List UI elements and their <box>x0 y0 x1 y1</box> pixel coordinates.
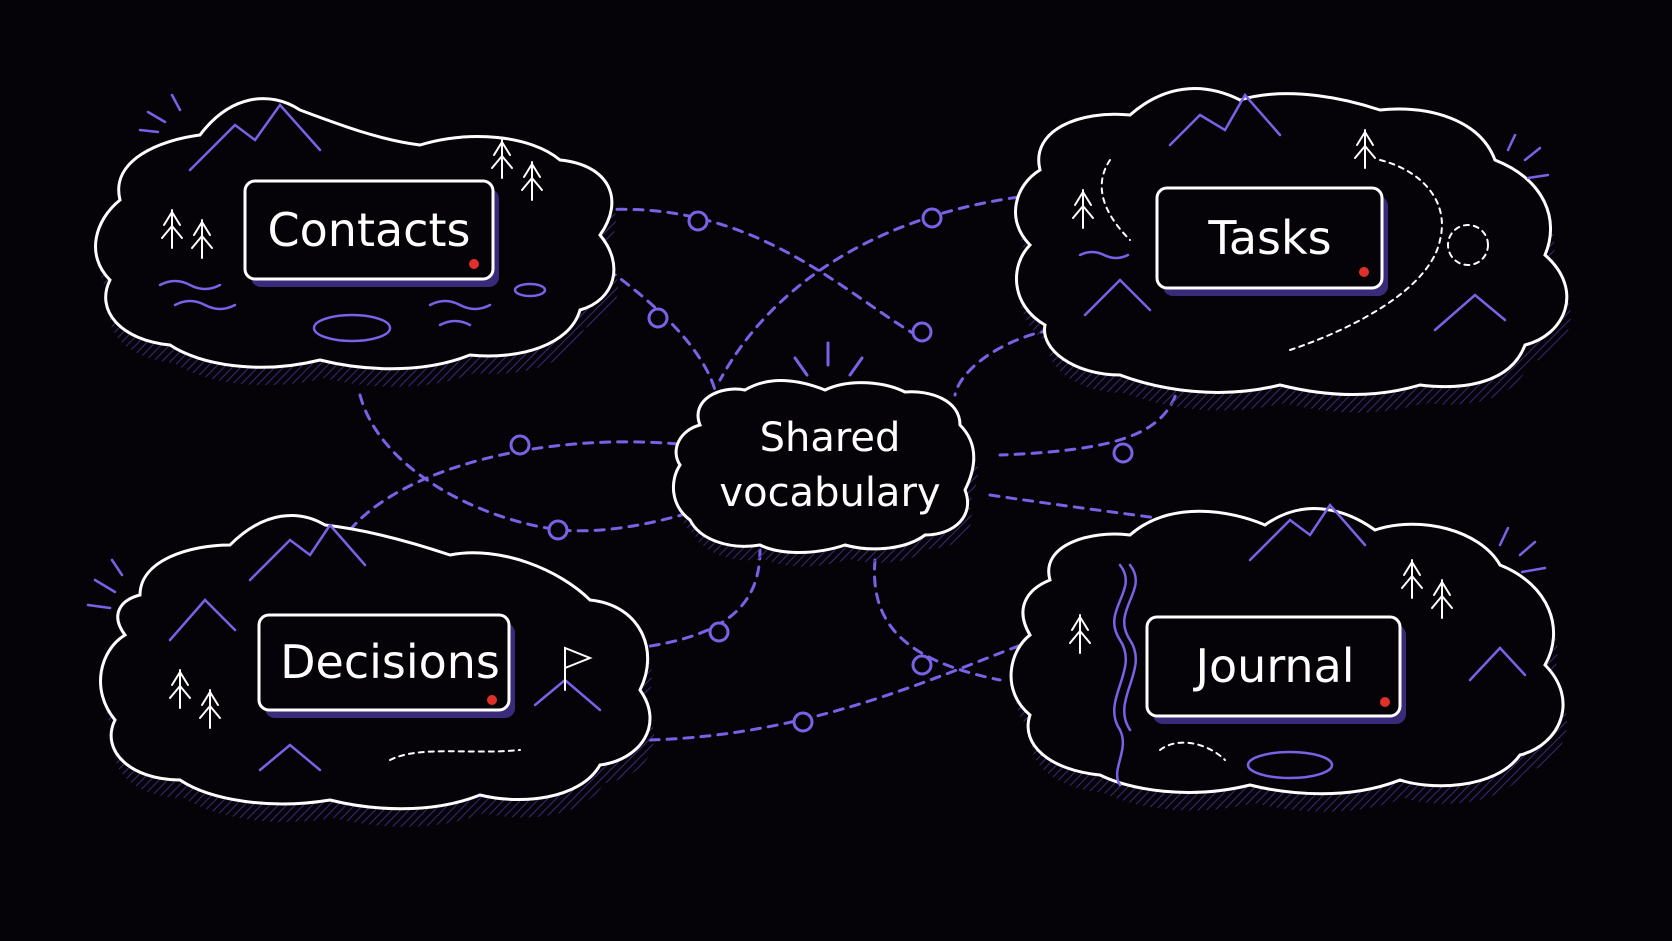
island-decor <box>1113 502 1547 787</box>
tree-icon <box>491 139 513 179</box>
label-card <box>1155 186 1384 290</box>
mountain-icon <box>1468 646 1527 682</box>
hub-shared-vocabulary[interactable]: Shared vocabulary <box>671 341 978 567</box>
waypoint <box>911 321 933 343</box>
island-decor <box>138 93 547 343</box>
waypoint <box>792 711 814 733</box>
status-dot <box>487 695 497 705</box>
waypoint <box>647 307 669 329</box>
tree-icon <box>1354 129 1376 169</box>
hub-label-line1: Shared <box>760 415 901 461</box>
island-label-contacts: Contacts <box>268 203 471 257</box>
contacts-label-card[interactable]: Contacts <box>243 179 499 287</box>
tree-icon <box>161 209 183 249</box>
mountain-icon <box>1433 293 1507 332</box>
tasks-label-card[interactable]: Tasks <box>1155 186 1388 296</box>
island-decisions: Decisions <box>86 514 655 827</box>
target-icon <box>1447 224 1489 266</box>
status-dot <box>1359 267 1369 277</box>
tree-icon <box>1401 559 1423 599</box>
trail-path <box>1289 159 1443 351</box>
tree-icons <box>1069 559 1453 761</box>
waypoint <box>921 207 943 229</box>
mountain-icon <box>1168 92 1282 147</box>
mountain-icon <box>188 102 322 172</box>
lake-icon <box>1246 750 1334 780</box>
waypoint <box>509 434 531 456</box>
waypoint <box>687 210 709 232</box>
lake-icon <box>312 313 392 343</box>
mountain-icon <box>1248 502 1367 562</box>
mountain-icon <box>168 598 237 642</box>
island-label-journal: Journal <box>1192 639 1354 693</box>
water-icon <box>428 299 492 327</box>
tree-icon <box>191 219 213 259</box>
waypoint <box>911 654 933 676</box>
spark-ray <box>793 356 809 377</box>
island-journal: Journal <box>1009 502 1568 812</box>
route-contacts-tasks <box>598 207 927 342</box>
spark-icon <box>793 341 864 377</box>
route-waypoints <box>509 207 1134 733</box>
route-hub-journal-low <box>872 558 1002 682</box>
waypoint <box>1112 442 1134 464</box>
route-decisions-hub <box>348 440 692 532</box>
label-card <box>257 613 511 712</box>
route-tasks-contacts <box>718 193 1037 382</box>
trail-icons <box>1100 159 1489 351</box>
spark-icon <box>138 93 182 134</box>
tree-icons <box>1072 129 1376 229</box>
water-icon <box>158 279 237 311</box>
tree-icon <box>199 689 221 729</box>
lake-icon <box>513 282 547 298</box>
river-icon <box>1113 563 1127 787</box>
route-hub-decisions <box>618 548 762 652</box>
route-contacts-journal <box>358 393 702 533</box>
tree-icon <box>521 161 543 201</box>
trail-path <box>389 749 521 761</box>
tree-icon <box>1431 579 1453 619</box>
route-decisions-journal <box>648 638 1037 742</box>
tree-icon <box>169 669 191 709</box>
status-dot <box>469 259 479 269</box>
hub-label-line2: vocabulary <box>719 470 940 516</box>
mountain-icon <box>258 743 322 772</box>
tree-icon <box>1069 614 1091 654</box>
decisions-label-card[interactable]: Decisions <box>257 613 515 718</box>
island-contacts: Contacts <box>94 93 618 387</box>
tree-icon <box>1072 189 1094 229</box>
spark-icon <box>86 558 124 610</box>
route-tasks-hub <box>953 328 1052 397</box>
waypoint <box>547 519 569 541</box>
spark-icon <box>1498 526 1547 574</box>
trail-path <box>1159 741 1226 761</box>
mountain-icon <box>248 522 367 582</box>
island-label-tasks: Tasks <box>1207 211 1331 265</box>
tree-icons <box>161 139 543 259</box>
island-decor <box>1078 92 1550 332</box>
label-card <box>1145 615 1402 718</box>
tree-icons <box>169 646 593 761</box>
waypoint <box>708 621 730 643</box>
label-card <box>243 179 495 281</box>
island-label-decisions: Decisions <box>280 635 500 689</box>
river-icon <box>1123 563 1137 732</box>
water-icon <box>1078 250 1130 260</box>
mountain-icon <box>1083 278 1152 317</box>
flag-icon <box>564 646 593 691</box>
journal-label-card[interactable]: Journal <box>1145 615 1406 724</box>
trail-path <box>1100 159 1131 241</box>
spark-icon <box>1506 133 1550 180</box>
spark-ray <box>848 356 864 377</box>
island-tasks: Tasks <box>1014 87 1571 413</box>
status-dot <box>1380 697 1390 707</box>
hub-outline <box>671 379 976 554</box>
